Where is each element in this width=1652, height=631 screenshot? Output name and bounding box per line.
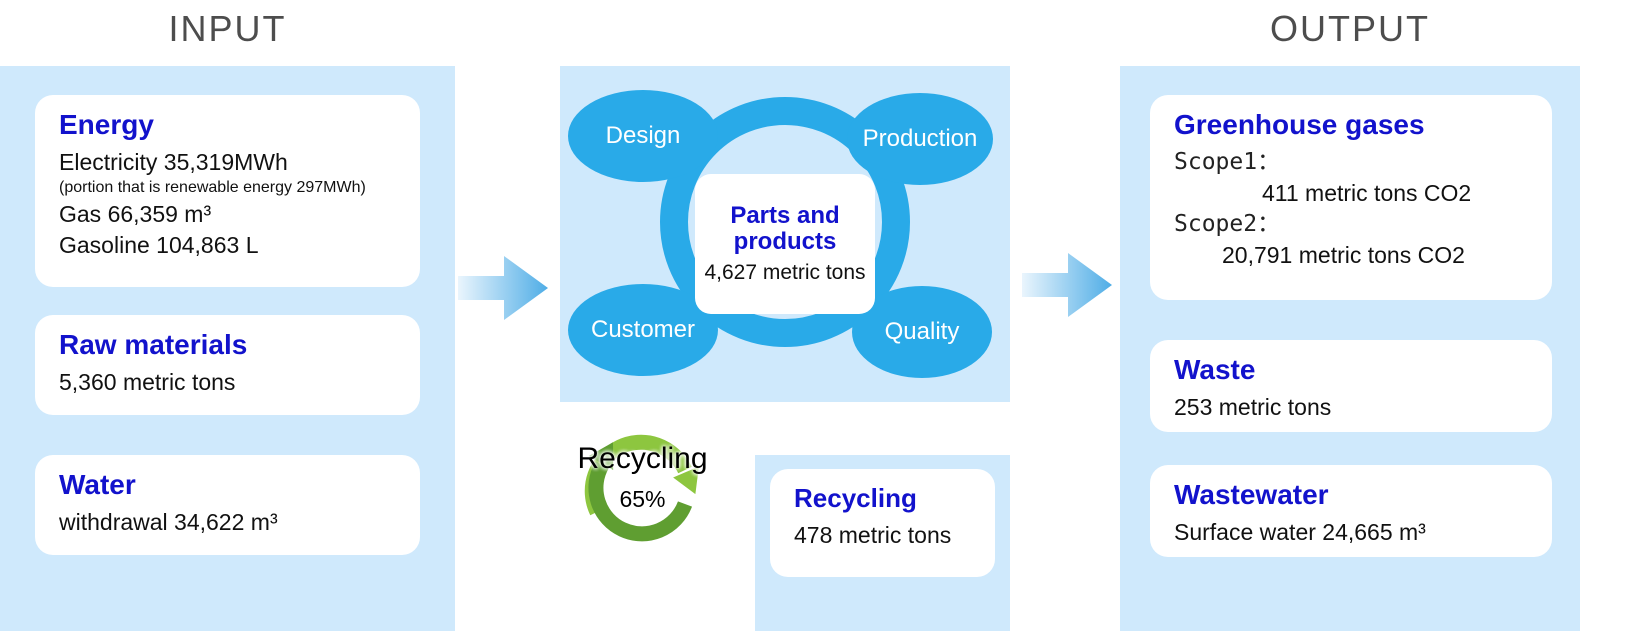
- output-panel: Greenhouse gases Scope1： 411 metric tons…: [1120, 66, 1580, 631]
- energy-card-title: Energy: [59, 109, 154, 140]
- waste-card: Waste 253 metric tons: [1150, 340, 1552, 432]
- water-card: Water withdrawal 34,622 m³: [35, 455, 420, 555]
- wastewater-card-title: Wastewater: [1174, 479, 1329, 510]
- process-node-customer: Customer: [568, 284, 718, 376]
- waste-card-title: Waste: [1174, 354, 1256, 385]
- process-node-label: Quality: [884, 318, 960, 345]
- wastewater-line: Surface water 24,665 m³: [1174, 519, 1426, 545]
- scope2-label: Scope2：: [1174, 211, 1281, 238]
- raw-materials-card: Raw materials 5,360 metric tons: [35, 315, 420, 415]
- recycling-panel: Recycling 478 metric tons: [755, 455, 1010, 631]
- gas-line: Gas 66,359 m³: [59, 200, 212, 227]
- process-node-label: Customer: [590, 316, 696, 343]
- recycling-icon-percent: 65%: [619, 486, 666, 512]
- recycling-card-value: 478 metric tons: [794, 522, 952, 548]
- parts-and-products-box: Parts and products 4,627 metric tons: [695, 174, 875, 314]
- parts-and-products-value: 4,627 metric tons: [704, 261, 866, 285]
- recycling-icon-label: Recycling: [577, 442, 708, 475]
- waste-line: 253 metric tons: [1174, 394, 1332, 420]
- input-title: INPUT: [168, 8, 287, 49]
- greenhouse-gases-card: Greenhouse gases Scope1： 411 metric tons…: [1150, 95, 1552, 300]
- raw-materials-line: 5,360 metric tons: [59, 369, 236, 395]
- input-panel: Energy Electricity 35,319MWh (portion th…: [0, 66, 455, 631]
- scope2-value: 20,791 metric tons CO2: [1222, 242, 1465, 269]
- greenhouse-gases-card-title: Greenhouse gases: [1174, 109, 1425, 140]
- parts-and-products-title: Parts and products: [730, 201, 840, 255]
- output-title: OUTPUT: [1270, 8, 1430, 49]
- process-node-production: Production: [847, 93, 993, 185]
- raw-materials-card-title: Raw materials: [59, 329, 248, 360]
- gasoline-line: Gasoline 104,863 L: [59, 231, 259, 258]
- recycling-card: Recycling 478 metric tons: [770, 469, 995, 577]
- flow-arrow-right-icon: [458, 256, 548, 320]
- renewable-line: (portion that is renewable energy 297MWh…: [59, 179, 366, 197]
- process-node-label: Production: [862, 125, 978, 152]
- wastewater-card: Wastewater Surface water 24,665 m³: [1150, 465, 1552, 557]
- recycling-card-title: Recycling: [794, 483, 917, 513]
- flow-arrow-right-icon: [1022, 253, 1112, 317]
- recycling-arrows-icon: [584, 434, 699, 542]
- energy-card: Energy Electricity 35,319MWh (portion th…: [35, 95, 420, 287]
- water-line: withdrawal 34,622 m³: [59, 509, 278, 535]
- electricity-line: Electricity 35,319MWh: [59, 149, 288, 175]
- process-node-design: Design: [568, 90, 718, 182]
- scope1-label: Scope1：: [1174, 149, 1281, 175]
- water-card-title: Water: [59, 469, 136, 500]
- scope1-value: 411 metric tons CO2: [1262, 180, 1472, 207]
- process-node-label: Design: [605, 122, 681, 149]
- process-panel: Design Production Customer Quality Parts…: [560, 66, 1010, 402]
- process-node-quality: Quality: [852, 286, 992, 378]
